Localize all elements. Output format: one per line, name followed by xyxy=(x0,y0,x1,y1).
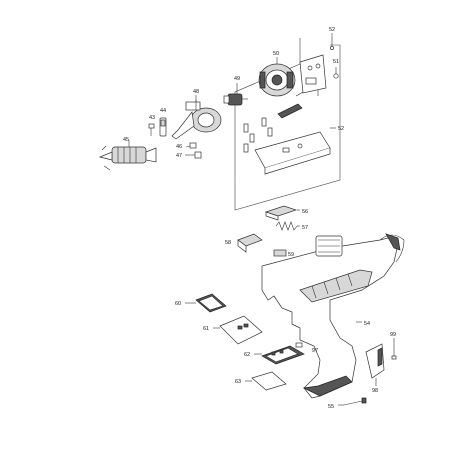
callout-51: 51 xyxy=(333,59,339,65)
callout-59: 59 xyxy=(288,252,294,258)
callout-45: 45 xyxy=(123,137,129,143)
part-51-nut xyxy=(333,73,339,79)
part-58-lock-button xyxy=(237,233,263,253)
part-45-rotor xyxy=(98,145,157,171)
callout-52a: 52 xyxy=(329,27,335,33)
part-46-washer xyxy=(189,142,197,149)
part-55-screw xyxy=(343,397,367,406)
callout-98: 98 xyxy=(372,388,378,394)
part-60-pad xyxy=(195,293,227,313)
part-52-bracket-plate xyxy=(295,54,327,97)
part-98-hook xyxy=(365,343,385,379)
callout-43: 43 xyxy=(149,115,155,121)
part-47-pin xyxy=(194,151,202,159)
part-52-controller-tray xyxy=(254,131,331,175)
part-57-spring xyxy=(275,221,298,231)
callout-55: 55 xyxy=(328,404,334,410)
part-62-terminal xyxy=(261,345,305,365)
part-99-screw xyxy=(391,344,397,360)
callout-60: 60 xyxy=(175,301,181,307)
callout-47: 47 xyxy=(176,153,182,159)
part-56-switch-lever xyxy=(264,205,298,221)
assembly-frame xyxy=(234,38,341,211)
callout-52b: 52 xyxy=(338,126,344,132)
part-switch-pins xyxy=(243,117,273,153)
callout-63: 63 xyxy=(235,379,241,385)
part-44-brush xyxy=(159,117,167,137)
callout-56: 56 xyxy=(302,209,308,215)
callout-49: 49 xyxy=(234,76,240,82)
callout-44: 44 xyxy=(160,108,166,114)
part-50-field-magnet xyxy=(258,63,296,97)
callout-50: 50 xyxy=(273,51,279,57)
part-97-screw xyxy=(295,342,303,348)
callout-46: 46 xyxy=(176,144,182,150)
part-54-main-housing xyxy=(261,233,405,399)
callout-97: 97 xyxy=(312,348,318,354)
callout-57: 57 xyxy=(302,225,308,231)
part-48-gear-housing xyxy=(171,100,222,140)
part-63-sticker xyxy=(251,371,287,391)
part-59-cover xyxy=(273,249,287,257)
leader-46 xyxy=(185,145,191,148)
callout-48: 48 xyxy=(193,89,199,95)
callout-99: 99 xyxy=(390,332,396,338)
part-61-label-plate xyxy=(219,315,263,345)
callout-54: 54 xyxy=(364,321,370,327)
part-43-screw xyxy=(148,123,155,136)
part-switch-bar xyxy=(277,103,303,119)
callout-61: 61 xyxy=(203,326,209,332)
callout-62: 62 xyxy=(244,352,250,358)
part-52-screw xyxy=(330,46,334,50)
part-49-spindle xyxy=(223,93,248,106)
callout-58: 58 xyxy=(225,240,231,246)
